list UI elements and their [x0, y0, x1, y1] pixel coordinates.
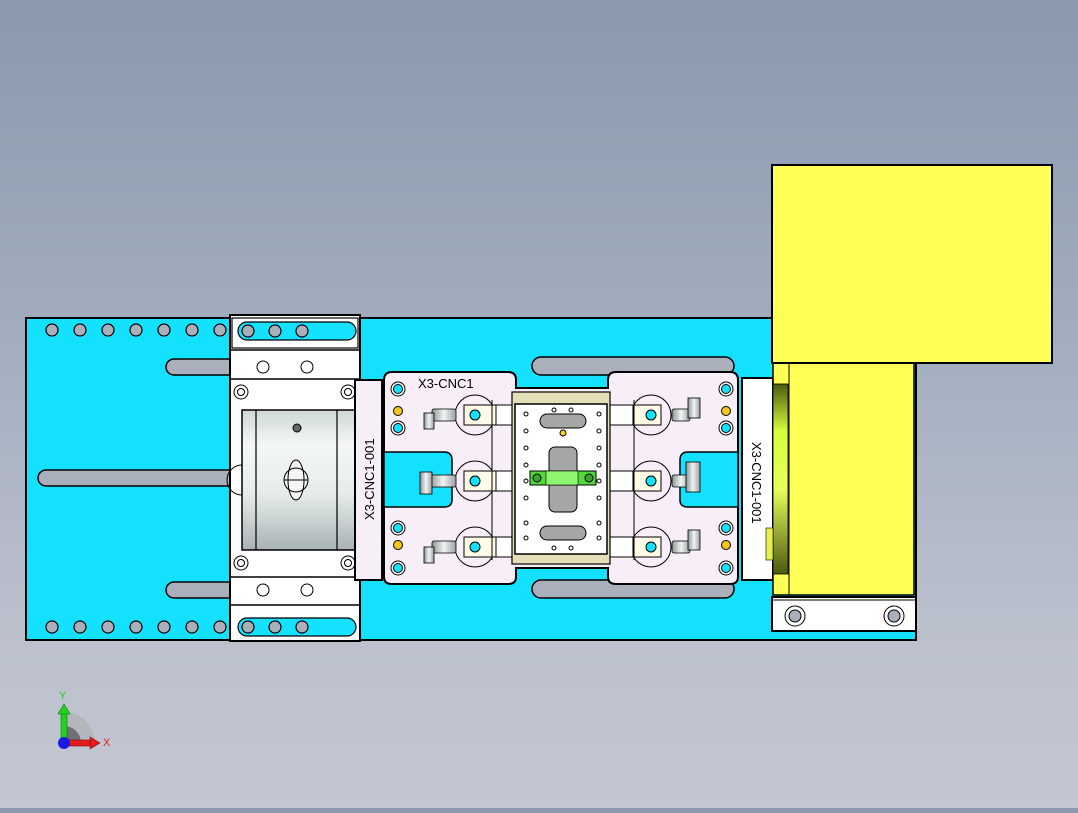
- center-workpiece-plate[interactable]: [511, 391, 611, 565]
- left-bracket[interactable]: [226, 314, 361, 642]
- fixture-plate[interactable]: X3-CNC1: [383, 371, 739, 585]
- x-axis-label: X: [103, 737, 111, 749]
- left-clamps[interactable]: [419, 394, 519, 568]
- right-clamps[interactable]: [607, 394, 701, 568]
- base-bottom-holes: [45, 620, 227, 634]
- air-fitting-icon: [419, 408, 457, 564]
- air-fitting-icon: [671, 397, 701, 554]
- base-slots: [37, 356, 735, 599]
- y-axis-label: Y: [59, 690, 67, 702]
- fixture-plate-label: X3-CNC1: [418, 376, 474, 391]
- green-clamp-bar[interactable]: [529, 470, 597, 486]
- left-locating-holes: [390, 381, 406, 576]
- base-top-holes: [45, 323, 227, 337]
- left-label-block[interactable]: X3-CNC1-001: [354, 379, 383, 581]
- yellow-cylinder-assembly[interactable]: [765, 164, 1053, 632]
- left-block-label: X3-CNC1-001: [362, 438, 377, 520]
- right-block-label: X3-CNC1-001: [749, 442, 764, 524]
- rotary-cylinder[interactable]: [226, 409, 358, 551]
- right-locating-holes: [718, 381, 734, 576]
- plate-holes: [523, 407, 602, 551]
- z-axis-dot: [58, 737, 70, 749]
- coordinate-triad: Y X: [57, 690, 111, 750]
